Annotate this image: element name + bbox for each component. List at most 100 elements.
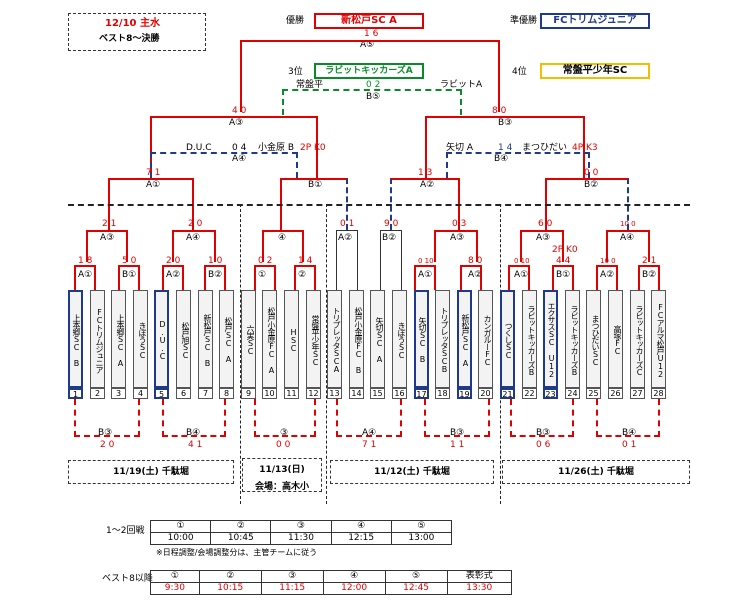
fourth-team-name: 常盤平少年SC bbox=[562, 65, 628, 76]
team-name: エクサスSC U12 bbox=[543, 290, 558, 388]
team-number: 25 bbox=[586, 388, 601, 399]
r2-line bbox=[434, 230, 478, 262]
r2-line bbox=[172, 230, 216, 262]
r1-line bbox=[638, 265, 660, 290]
qf-a2-score: 1 3 bbox=[418, 168, 433, 178]
r1-code: B② bbox=[642, 270, 657, 280]
team-number: 14 bbox=[349, 388, 364, 399]
r2-code: ④ bbox=[278, 233, 287, 243]
team-name: トリプレッタSCA bbox=[327, 290, 342, 388]
team-name: HSC bbox=[284, 290, 299, 388]
consolation-code: A④ bbox=[362, 428, 377, 438]
qf-b4b-code: B④ bbox=[494, 154, 509, 164]
r1-code: A② bbox=[600, 270, 615, 280]
semi-right-score: 8 0 bbox=[492, 106, 507, 116]
r1-line bbox=[74, 265, 96, 290]
team-name: 松戸小金原FC A bbox=[262, 290, 277, 388]
consolation-score: 0 0 bbox=[276, 440, 291, 450]
qf-a1-score: 7 1 bbox=[146, 168, 161, 178]
date-text: 11/12(土) 千駄堀 bbox=[374, 467, 450, 477]
r1-code: ② bbox=[298, 270, 307, 280]
team-number: 7 bbox=[198, 388, 213, 399]
date-text: 11/13(日) bbox=[259, 465, 305, 475]
header-box: 12/10 主水 ベスト8～決勝 bbox=[68, 13, 206, 51]
qf-b4-right-pk: 2P K0 bbox=[300, 143, 326, 153]
semi-right-line bbox=[425, 116, 585, 178]
date-box: 11/13(日) 会場：高木小 bbox=[242, 458, 322, 492]
team-number: 22 bbox=[522, 388, 537, 399]
r1-score: 1 8 bbox=[78, 256, 93, 266]
r2-code: B② bbox=[382, 233, 397, 243]
fourth-team: 常盤平少年SC bbox=[540, 63, 650, 79]
team-name: 常盤平少年SC bbox=[306, 290, 321, 388]
team-name: きぼうSC bbox=[133, 290, 148, 388]
schedule-slot: ① bbox=[150, 570, 200, 583]
r1-score: 0 2 bbox=[258, 256, 273, 266]
third-team-name: ラビットキッカーズA bbox=[325, 66, 413, 76]
team-name: ラビットキッカーズB bbox=[565, 290, 580, 388]
team-number: 23 bbox=[543, 388, 558, 399]
consolation-code: B③ bbox=[450, 428, 465, 438]
team-number: 24 bbox=[565, 388, 580, 399]
team-number: 4 bbox=[133, 388, 148, 399]
r1-line bbox=[596, 265, 618, 290]
r2-code: A③ bbox=[450, 233, 465, 243]
r1-code: A① bbox=[78, 270, 93, 280]
r1-code: A② bbox=[468, 270, 483, 280]
date-box: 11/26(土) 千駄堀 bbox=[502, 460, 690, 484]
qf-b2-score: 0 0 bbox=[584, 168, 599, 178]
team-number: 26 bbox=[608, 388, 623, 399]
win-label: 優勝 bbox=[286, 16, 305, 26]
team-name: きぼうSC bbox=[392, 290, 407, 388]
qf-b4b-score: 1 4 bbox=[498, 143, 513, 153]
schedule-slot: ⑤ bbox=[384, 570, 448, 583]
r1-line bbox=[294, 265, 316, 290]
team-number: 13 bbox=[327, 388, 342, 399]
consolation-score: 7 1 bbox=[362, 440, 377, 450]
r2-score: 6 0 bbox=[538, 219, 553, 229]
r2-score: 2 0 bbox=[188, 219, 203, 229]
schedule-time: 13:30 bbox=[446, 582, 513, 595]
schedule-slot: ② bbox=[198, 570, 262, 583]
win-team-name: 新松戸SC A bbox=[341, 15, 397, 26]
consolation-code: ③ bbox=[280, 428, 289, 438]
r1-line bbox=[118, 265, 140, 290]
schedule-slot: ③ bbox=[260, 570, 324, 583]
team-number: 19 bbox=[457, 388, 472, 399]
consolation-score: 2 0 bbox=[100, 440, 115, 450]
r1-code: ① bbox=[258, 270, 267, 280]
runner-team-name: FCトリムジュニア bbox=[553, 15, 637, 26]
consolation-line bbox=[336, 399, 402, 437]
date-text: 11/26(土) 千駄堀 bbox=[558, 467, 634, 477]
r2-line bbox=[262, 230, 304, 262]
team-name: カンガルーFC bbox=[478, 290, 493, 388]
team-name: 新松戸SC A bbox=[457, 290, 472, 388]
team-number: 27 bbox=[630, 388, 645, 399]
team-number: 18 bbox=[435, 388, 450, 399]
team-name: 上本郷SC A bbox=[111, 290, 126, 388]
final-line bbox=[240, 40, 500, 112]
schedule-slot: ③ bbox=[270, 520, 332, 533]
consolation-line bbox=[74, 399, 140, 437]
qf-b4-left-code: A④ bbox=[232, 154, 247, 164]
qf-a1-code: A① bbox=[146, 180, 161, 190]
final-code: A⑤ bbox=[360, 40, 375, 50]
team-name: 松戸旭SC bbox=[176, 290, 191, 388]
third-label: 3位 bbox=[288, 67, 303, 77]
team-number: 15 bbox=[370, 388, 385, 399]
r1-line bbox=[552, 265, 574, 290]
team-name: ラビットキッカーズB bbox=[522, 290, 537, 388]
qf-b4-right-label: 小金原 B bbox=[258, 143, 295, 153]
consolation-score: 4 1 bbox=[188, 440, 203, 450]
third-line bbox=[282, 89, 462, 115]
team-name: つくしSC bbox=[500, 290, 515, 388]
third-left: 常盤平 bbox=[296, 80, 324, 90]
r1-code: A① bbox=[514, 270, 529, 280]
r1-line bbox=[508, 265, 530, 290]
r1-line bbox=[460, 265, 482, 290]
r2-code: A④ bbox=[620, 233, 635, 243]
